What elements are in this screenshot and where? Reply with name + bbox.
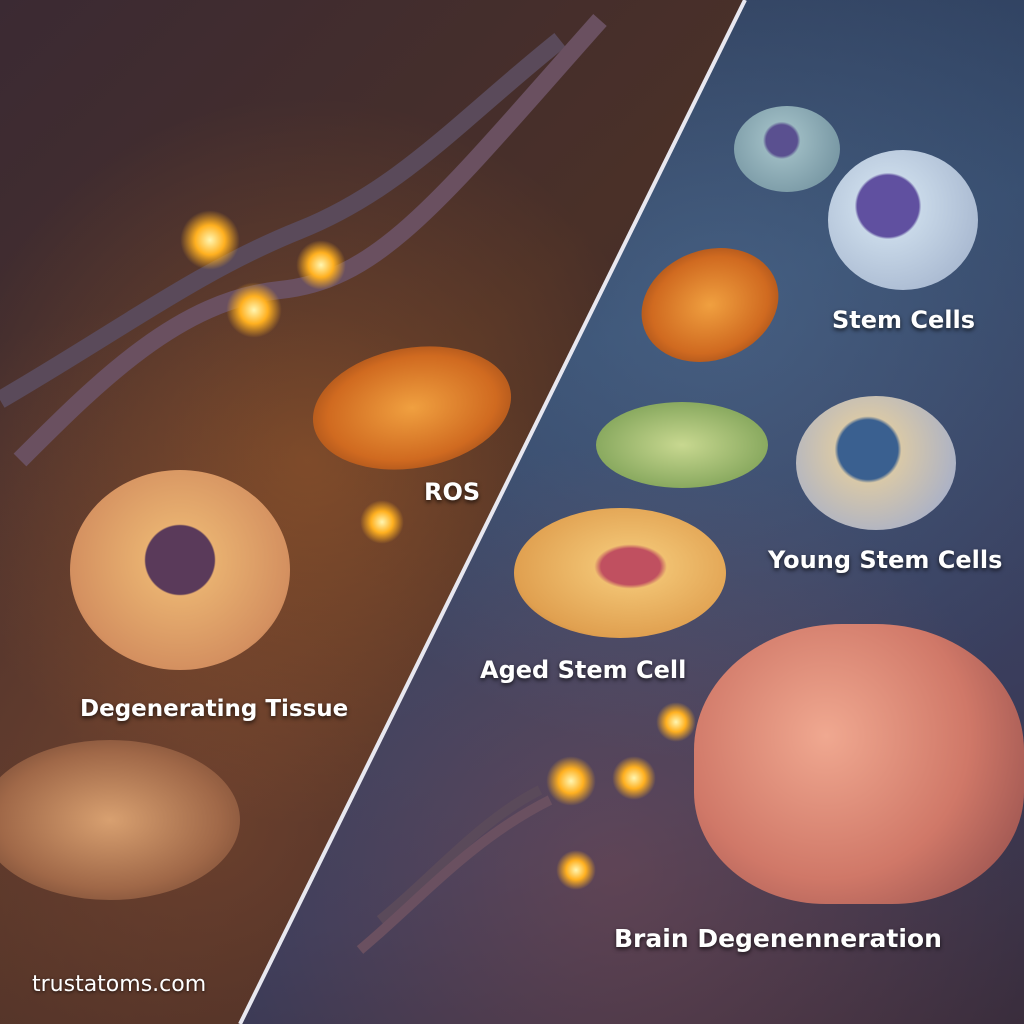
mitochondrion-green xyxy=(596,402,768,488)
stem-cell-small xyxy=(734,106,840,192)
aged-stem-cell xyxy=(514,508,726,638)
label-brain-degeneration: Brain Degenenneration xyxy=(614,924,942,953)
ros-particle xyxy=(360,500,404,544)
ros-particle xyxy=(546,756,596,806)
ros-particle xyxy=(656,702,696,742)
label-ros: ROS xyxy=(424,478,481,506)
young-stem-cell xyxy=(796,396,956,530)
ros-particle xyxy=(180,210,240,270)
label-stem-cells: Stem Cells xyxy=(832,306,976,334)
watermark: trustatoms.com xyxy=(32,972,207,997)
label-aged-stem-cell: Aged Stem Cell xyxy=(480,656,687,684)
ros-particle xyxy=(226,282,282,338)
label-young-stem-cells: Young Stem Cells xyxy=(768,546,1003,574)
label-degenerating-tissue: Degenerating Tissue xyxy=(80,696,349,722)
ros-particle xyxy=(296,240,346,290)
ros-particle xyxy=(556,850,596,890)
ros-particle xyxy=(612,756,656,800)
degenerating-tissue-mass xyxy=(0,740,240,900)
degenerating-cell xyxy=(70,470,290,670)
stem-cell-top xyxy=(828,150,978,290)
brain xyxy=(694,624,1024,904)
